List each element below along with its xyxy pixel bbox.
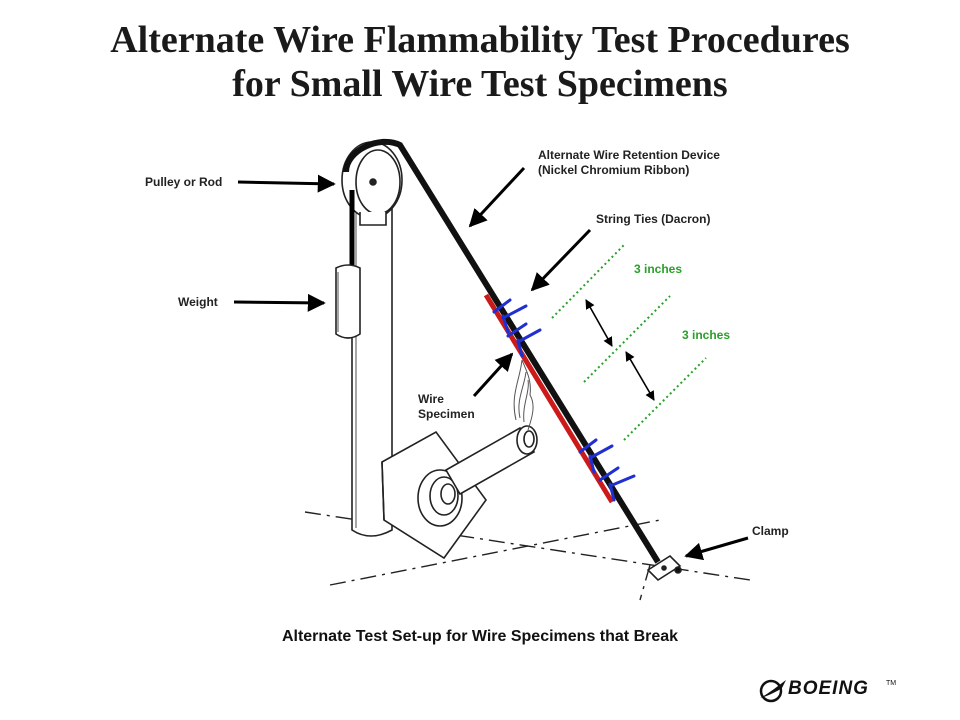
weight-label: Weight: [178, 295, 218, 309]
retention-device-label-line-1: Alternate Wire Retention Device: [538, 148, 720, 162]
boeing-logo-tm: TM: [886, 680, 897, 687]
weight: [335, 190, 361, 339]
wire-specimen-label: Wire Specimen: [418, 392, 475, 422]
stand-post: [351, 204, 393, 537]
string-ties-label: String Ties (Dacron): [596, 212, 711, 226]
callout-arrows: [233, 166, 749, 561]
clamp: [646, 554, 682, 582]
title-line-2: for Small Wire Test Specimens: [232, 63, 728, 105]
string-ties: [492, 298, 636, 502]
burner-tube: [444, 425, 538, 496]
page-title: Alternate Wire Flammability Test Procedu…: [0, 18, 960, 106]
spacing-label-lower: 3 inches: [682, 328, 731, 342]
retention-device-label-line-2: (Nickel Chromium Ribbon): [538, 163, 690, 177]
title-line-1: Alternate Wire Flammability Test Procedu…: [110, 19, 850, 61]
spacing-guides: [551, 244, 707, 441]
clamp-label: Clamp: [752, 524, 789, 538]
burner-base: [381, 430, 487, 560]
wire-specimen-label-line-2: Specimen: [418, 407, 475, 421]
boeing-logo-text: BOEING: [788, 678, 869, 699]
pulley-or-rod: [341, 141, 403, 226]
spacing-label-upper: 3 inches: [634, 262, 683, 276]
boeing-logo: BOEING TM: [758, 676, 898, 706]
flame: [513, 359, 534, 431]
boeing-logo-icon: [759, 679, 786, 703]
nickel-chromium-ribbon: [343, 138, 661, 564]
diagram-caption: Alternate Test Set-up for Wire Specimens…: [281, 628, 679, 645]
spacing-arrows: [585, 299, 655, 401]
wire-specimen-label-line-1: Wire: [418, 392, 444, 406]
pulley-label: Pulley or Rod: [145, 175, 223, 189]
retention-device-label: Alternate Wire Retention Device (Nickel …: [538, 148, 720, 178]
